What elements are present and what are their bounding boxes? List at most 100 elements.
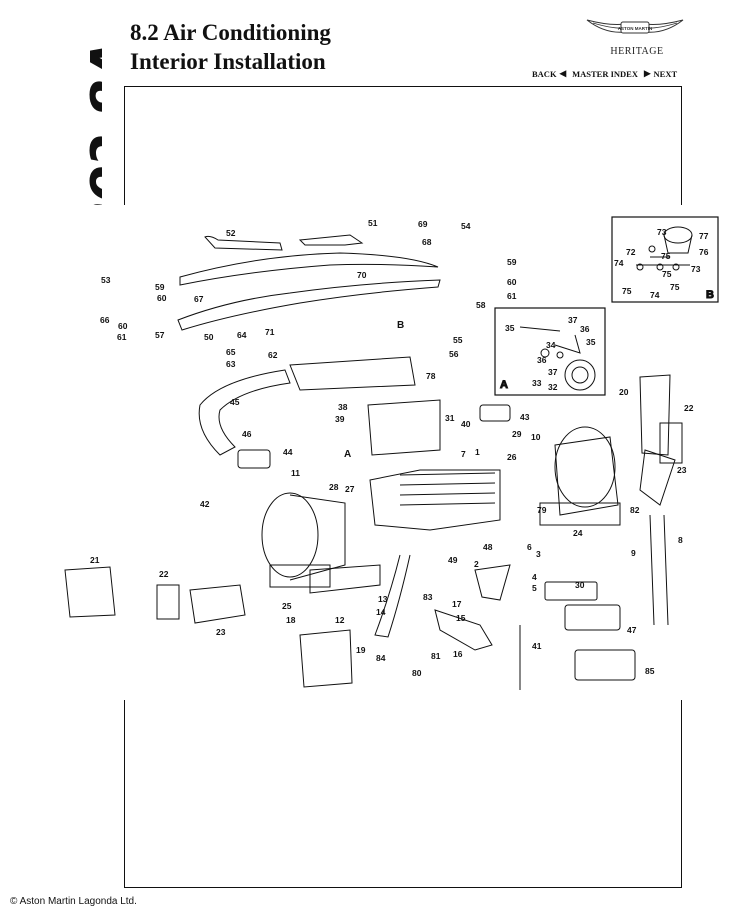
svg-text:56: 56 [449, 349, 459, 359]
svg-text:28: 28 [329, 482, 339, 492]
svg-text:68: 68 [422, 237, 432, 247]
svg-text:40: 40 [461, 419, 471, 429]
svg-text:71: 71 [265, 327, 275, 337]
svg-text:52: 52 [226, 228, 236, 238]
logo-text: ASTON MARTIN [618, 26, 652, 31]
svg-text:35: 35 [505, 323, 515, 333]
next-link[interactable]: ▶ NEXT [644, 68, 677, 79]
svg-text:38: 38 [338, 402, 348, 412]
inset-a-box [494, 307, 606, 396]
svg-text:7: 7 [461, 449, 466, 459]
svg-text:1: 1 [475, 447, 480, 457]
svg-text:35: 35 [586, 337, 596, 347]
svg-text:2: 2 [474, 559, 479, 569]
svg-text:20: 20 [619, 387, 629, 397]
svg-text:45: 45 [230, 397, 240, 407]
svg-text:13: 13 [378, 594, 388, 604]
svg-text:75: 75 [662, 269, 672, 279]
svg-text:79: 79 [537, 505, 547, 515]
svg-text:54: 54 [461, 221, 471, 231]
svg-text:22: 22 [684, 403, 694, 413]
svg-text:65: 65 [226, 347, 236, 357]
svg-text:24: 24 [573, 528, 583, 538]
svg-text:84: 84 [376, 653, 386, 663]
svg-text:39: 39 [335, 414, 345, 424]
svg-text:6: 6 [527, 542, 532, 552]
svg-text:44: 44 [283, 447, 293, 457]
svg-text:55: 55 [453, 335, 463, 345]
master-index-label: MASTER INDEX [572, 68, 638, 79]
svg-text:9: 9 [631, 548, 636, 558]
svg-text:33: 33 [532, 378, 542, 388]
svg-text:23: 23 [677, 465, 687, 475]
svg-text:49: 49 [448, 555, 458, 565]
svg-text:5: 5 [532, 583, 537, 593]
svg-text:21: 21 [90, 555, 100, 565]
svg-text:62: 62 [268, 350, 278, 360]
svg-text:59: 59 [155, 282, 165, 292]
next-label: NEXT [653, 68, 678, 79]
svg-text:60: 60 [507, 277, 517, 287]
svg-text:14: 14 [376, 607, 386, 617]
svg-text:25: 25 [282, 601, 292, 611]
svg-text:74: 74 [650, 290, 660, 300]
aston-martin-logo: ASTON MARTIN [585, 12, 685, 62]
svg-text:43: 43 [520, 412, 530, 422]
svg-text:81: 81 [431, 651, 441, 661]
inset-b-box [611, 216, 719, 303]
svg-text:26: 26 [507, 452, 517, 462]
svg-text:B: B [397, 320, 404, 331]
svg-text:36: 36 [537, 355, 547, 365]
svg-text:32: 32 [548, 382, 558, 392]
svg-text:64: 64 [237, 330, 247, 340]
svg-text:77: 77 [699, 231, 709, 241]
svg-text:8: 8 [678, 535, 683, 545]
svg-text:12: 12 [335, 615, 345, 625]
arrow-left-icon: ◀ [559, 68, 567, 78]
svg-text:42: 42 [200, 499, 210, 509]
svg-text:61: 61 [507, 291, 517, 301]
svg-text:53: 53 [101, 275, 111, 285]
svg-text:37: 37 [568, 315, 578, 325]
svg-text:63: 63 [226, 359, 236, 369]
svg-text:10: 10 [531, 432, 541, 442]
title-line-2: Interior Installation [130, 49, 326, 74]
svg-text:78: 78 [426, 371, 436, 381]
inset-b-label: B [706, 289, 714, 301]
svg-text:66: 66 [100, 315, 110, 325]
page-title: 8.2 Air Conditioning Interior Installati… [130, 18, 331, 76]
svg-text:73: 73 [657, 227, 667, 237]
svg-text:41: 41 [532, 641, 542, 651]
svg-text:48: 48 [483, 542, 493, 552]
heritage-label: HERITAGE [610, 46, 664, 57]
svg-text:A: A [344, 449, 351, 460]
back-link[interactable]: BACK ◀ [532, 68, 566, 79]
nav-bar: BACK ◀ MASTER INDEX ▶ NEXT [532, 68, 677, 79]
svg-text:75: 75 [670, 282, 680, 292]
svg-text:67: 67 [194, 294, 204, 304]
svg-text:74: 74 [614, 258, 624, 268]
arrow-right-icon: ▶ [644, 68, 651, 78]
svg-text:76: 76 [699, 247, 709, 257]
svg-text:22: 22 [159, 569, 169, 579]
svg-text:58: 58 [476, 300, 486, 310]
title-line-1: 8.2 Air Conditioning [130, 20, 331, 45]
svg-text:60: 60 [118, 321, 128, 331]
master-index-link[interactable]: MASTER INDEX [572, 69, 638, 79]
svg-text:70: 70 [357, 270, 367, 280]
exploded-diagram: B A [0, 205, 737, 700]
back-label: BACK [532, 68, 557, 79]
svg-text:51: 51 [368, 218, 378, 228]
svg-text:31: 31 [445, 413, 455, 423]
svg-text:57: 57 [155, 330, 165, 340]
svg-text:60: 60 [157, 293, 167, 303]
svg-text:18: 18 [286, 615, 296, 625]
svg-text:23: 23 [216, 627, 226, 637]
svg-text:46: 46 [242, 429, 252, 439]
svg-text:29: 29 [512, 429, 522, 439]
svg-text:34: 34 [546, 340, 556, 350]
copyright-text: © Aston Martin Lagonda Ltd. [10, 896, 137, 907]
svg-text:16: 16 [453, 649, 463, 659]
svg-text:72: 72 [626, 247, 636, 257]
svg-text:11: 11 [291, 468, 300, 478]
